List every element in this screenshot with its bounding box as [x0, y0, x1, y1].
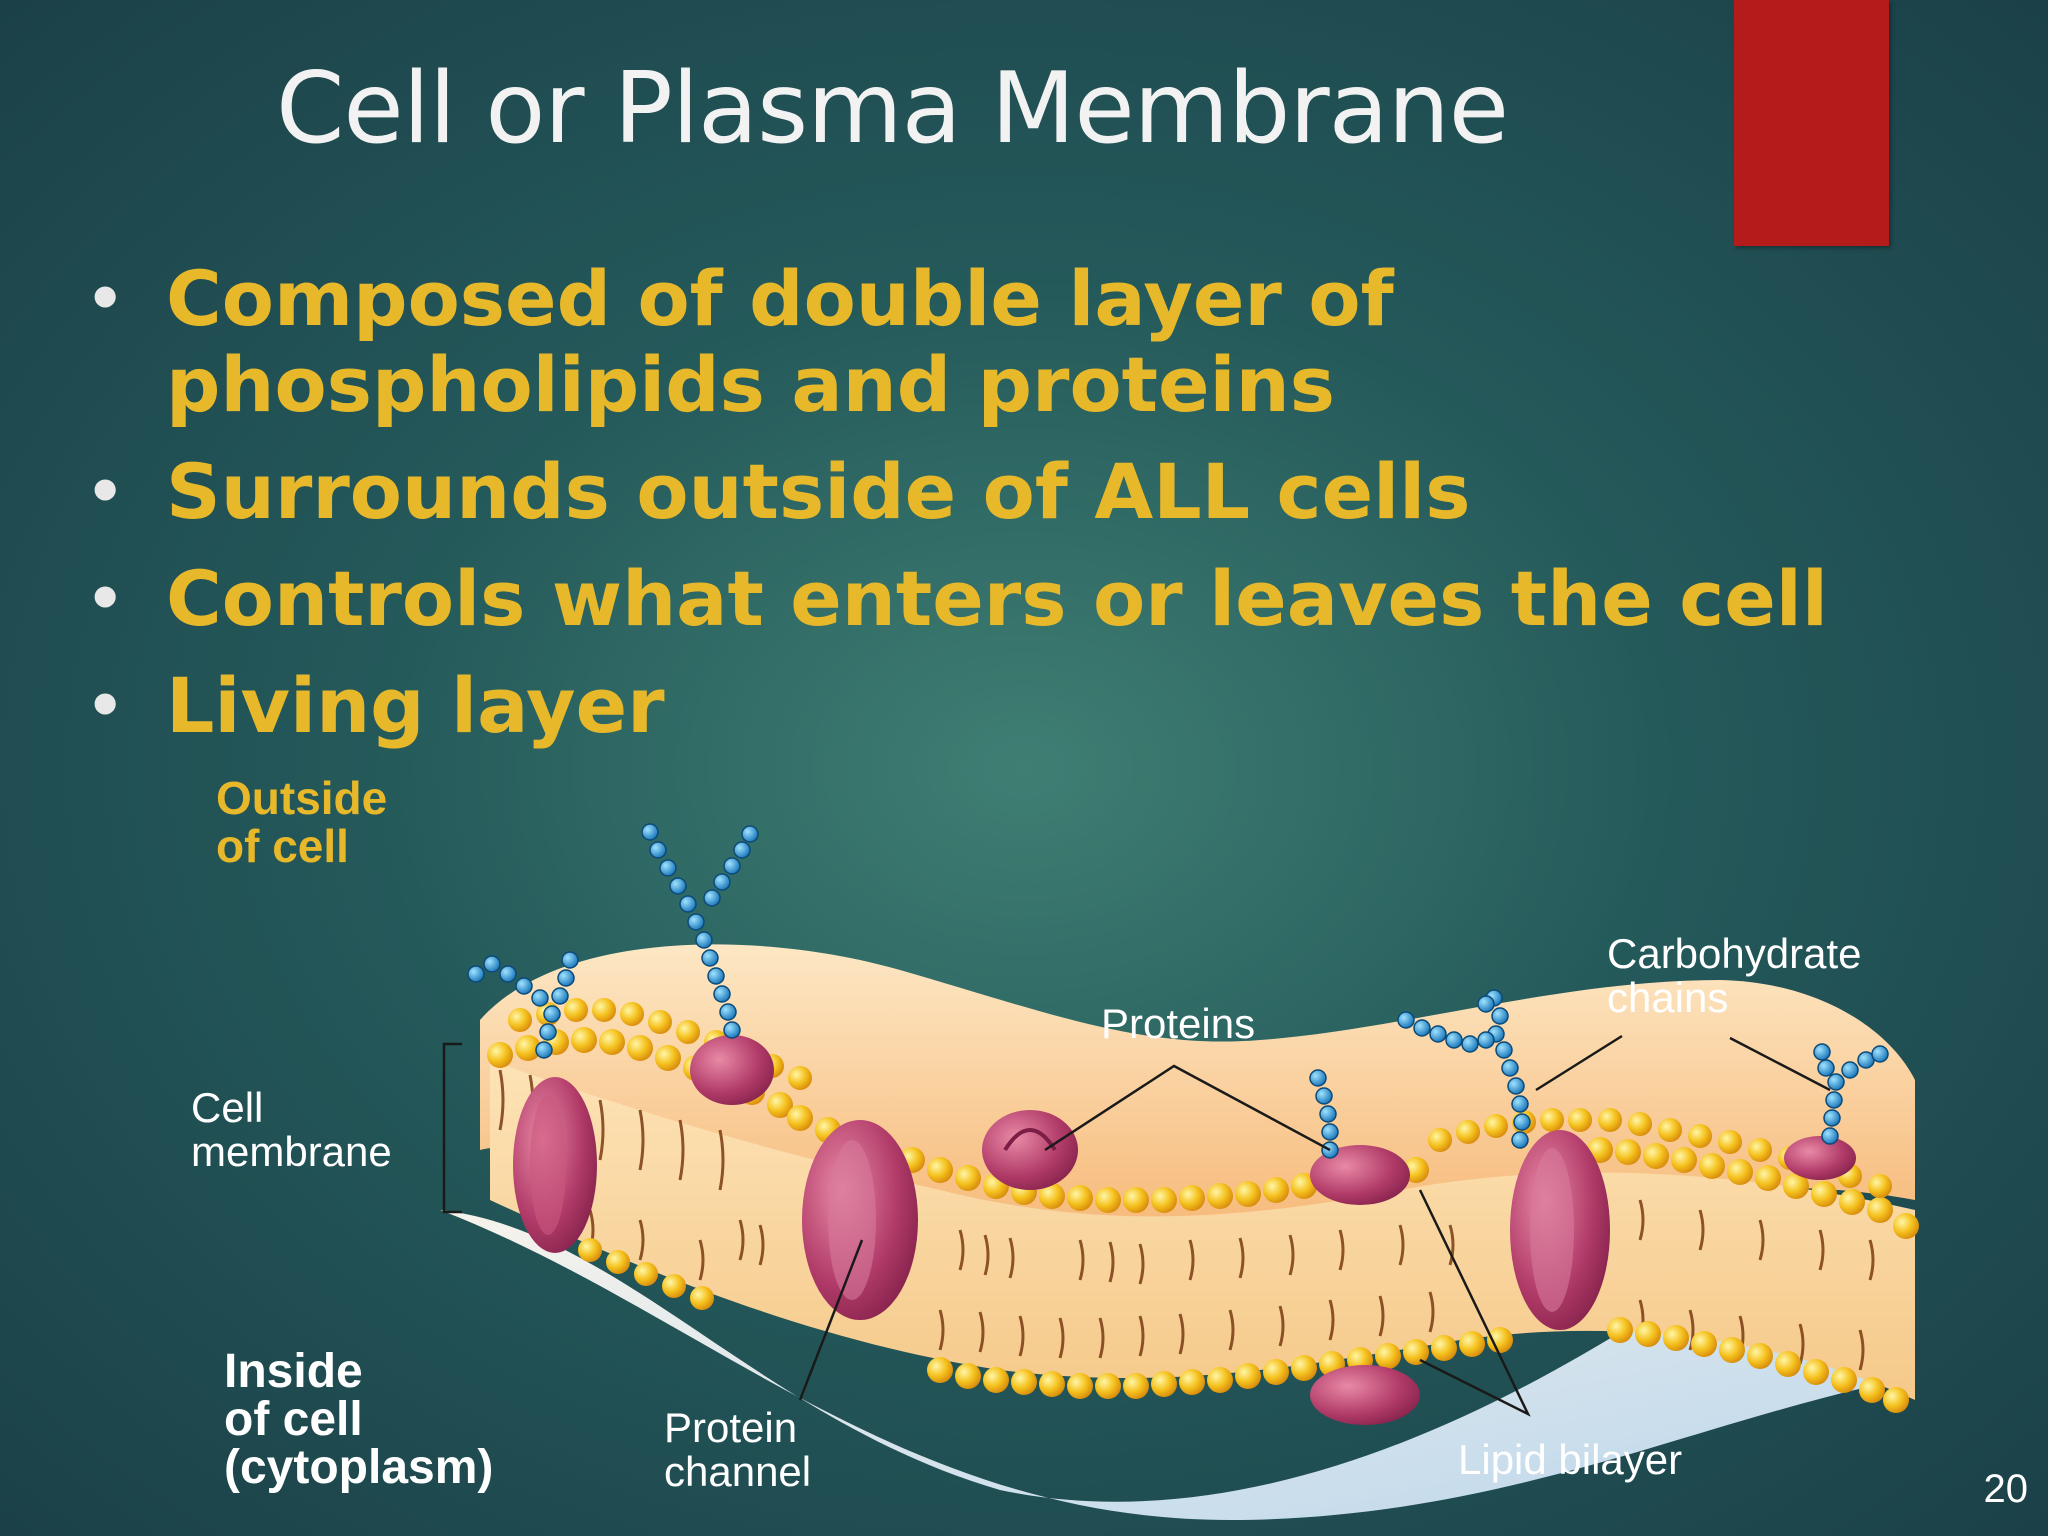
bullet-list: •Composed of double layer of phospholipi…	[86, 256, 2016, 770]
label-proteins: Proteins	[1101, 1000, 1256, 1047]
label-lipid-bilayer: Lipid bilayer	[1458, 1436, 1683, 1483]
lipid-bilayer-leader	[1418, 1189, 1531, 1417]
bullet-dot: •	[86, 671, 125, 741]
label-carbohydrate-chains: Carbohydrate chains	[1607, 930, 1862, 1021]
carbohydrate-leader-2	[1729, 1036, 1831, 1092]
proteins-leader	[1044, 1064, 1331, 1152]
protein-top-left	[690, 1035, 774, 1105]
slide-number: 20	[1983, 1467, 2029, 1511]
bullet-dot: •	[86, 457, 125, 527]
slide-title: Cell or Plasma Membrane	[276, 52, 1509, 166]
bullet-item: •Surrounds outside of ALL cells	[86, 447, 1471, 536]
bullet-dot: •	[86, 264, 125, 334]
protein-far-right	[1784, 1136, 1856, 1180]
protein-glyco	[1310, 1145, 1410, 1205]
bullet-dot: •	[86, 564, 125, 634]
label-cell-membrane: Cell membrane	[191, 1084, 392, 1175]
bullet-item: •Composed of double layer of phospholipi…	[86, 254, 1394, 429]
carbohydrate-leader	[1535, 1034, 1623, 1092]
protein-bottom	[1310, 1365, 1420, 1425]
cell-membrane-bracket	[442, 1042, 462, 1214]
label-outside-of-cell: Outside of cell	[216, 772, 388, 872]
leader-lines	[442, 1034, 1831, 1417]
protein-center	[982, 1110, 1078, 1190]
accent-bar	[1734, 0, 1889, 246]
membrane-proteins	[513, 1035, 1856, 1425]
inner-surface	[440, 1210, 1900, 1520]
bullet-item: •Controls what enters or leaves the cell	[86, 554, 1828, 643]
lipid-heads-lower	[578, 1238, 1909, 1413]
bullet-item: •Living layer	[86, 661, 665, 750]
protein-channel-leader	[798, 1239, 864, 1401]
carbohydrate-chains	[467, 823, 1889, 1159]
label-protein-channel: Protein channel	[664, 1404, 812, 1495]
label-inside-of-cell: Inside of cell (cytoplasm)	[224, 1345, 494, 1494]
